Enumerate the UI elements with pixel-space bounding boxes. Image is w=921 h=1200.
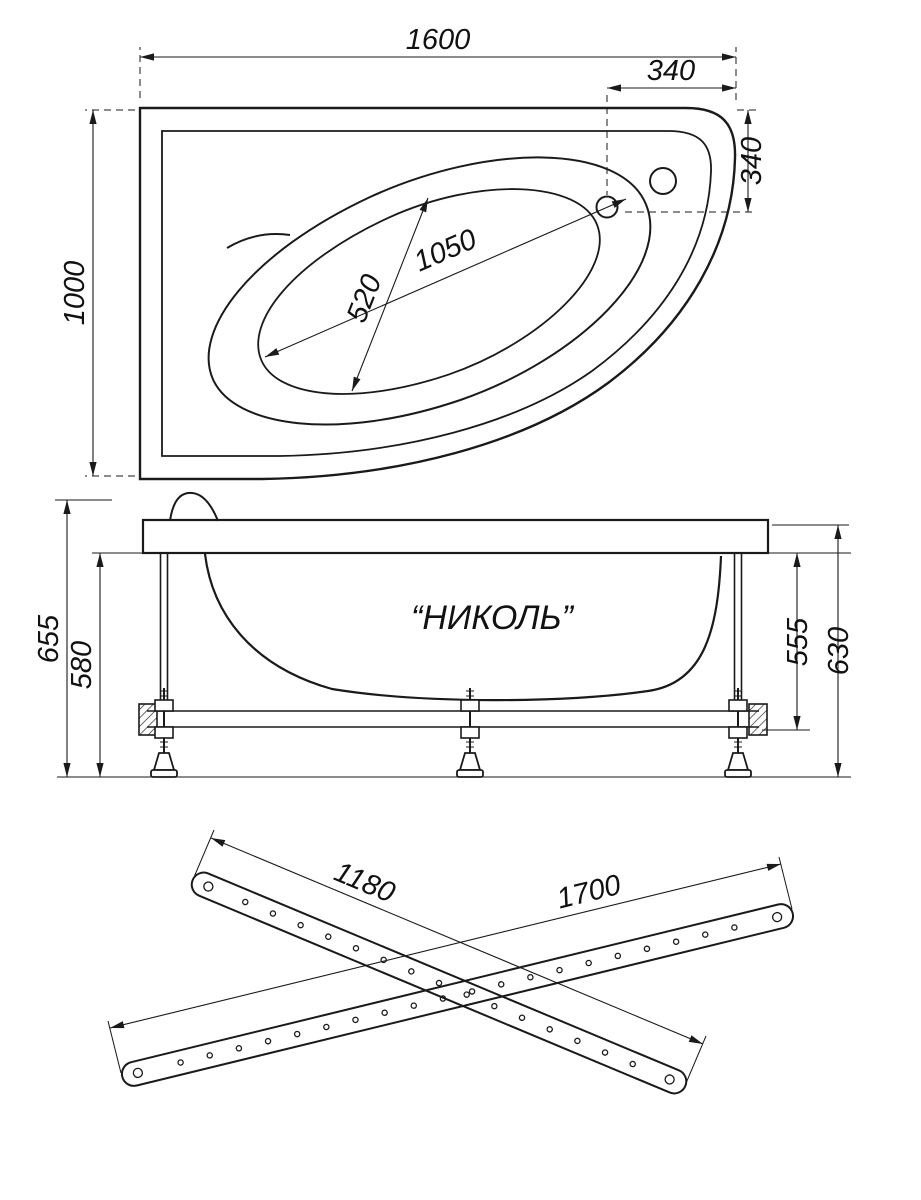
dim-label-basin-length: 1050 (409, 223, 481, 278)
dim-label-basin-width: 520 (341, 270, 389, 327)
headrest-hump (169, 491, 219, 522)
top-view: 1600 340 340 1000 1050 520 (59, 24, 768, 481)
rail-long (120, 903, 795, 1087)
rail-short (190, 871, 688, 1095)
dim-label-drain-x: 340 (647, 55, 695, 87)
dim-label-width: 1600 (406, 24, 471, 56)
ext-line (686, 1035, 707, 1083)
rails-view: 1700 1180 (107, 829, 795, 1095)
model-name: “НИКОЛЬ” (411, 599, 575, 637)
dim-label-depth: 1000 (59, 261, 91, 326)
dim-label-total-height: 655 (33, 614, 65, 663)
dim-line-basin-length (264, 198, 627, 358)
ext-line (107, 1020, 122, 1074)
basin-outer-contour (207, 156, 652, 426)
frame-bracket-left (138, 703, 158, 736)
ext-line (778, 856, 793, 910)
tub-body-profile (203, 553, 723, 702)
dim-line-rail-short (210, 837, 704, 1045)
frame-bracket-right (748, 703, 768, 736)
adjustable-foot-center (456, 687, 484, 778)
dim-line-basin-width (351, 197, 429, 392)
armrest-line (226, 233, 291, 249)
filler-hole (649, 167, 677, 195)
dim-label-rail-long: 1700 (554, 869, 624, 915)
tub-rim (141, 518, 770, 555)
tub-outer-edge (138, 106, 737, 481)
dim-label-rail-short: 1180 (330, 856, 400, 910)
adjustable-foot-right (724, 687, 752, 778)
front-view: 655 580 555 630 “НИКОЛЬ” (33, 491, 855, 778)
dim-label-drain-y: 340 (736, 137, 768, 185)
dim-label-frame-height: 630 (823, 627, 855, 675)
basin-bottom-contour (257, 188, 601, 395)
support-frame (138, 553, 768, 736)
rail-short-holes (203, 881, 675, 1085)
rail-long-holes (132, 911, 783, 1079)
adjustable-foot-left (150, 687, 178, 778)
dim-label-shell-height: 580 (66, 641, 98, 689)
dim-label-apron-height: 555 (782, 617, 814, 666)
ext-line (194, 829, 215, 877)
basin-contours (207, 156, 652, 426)
